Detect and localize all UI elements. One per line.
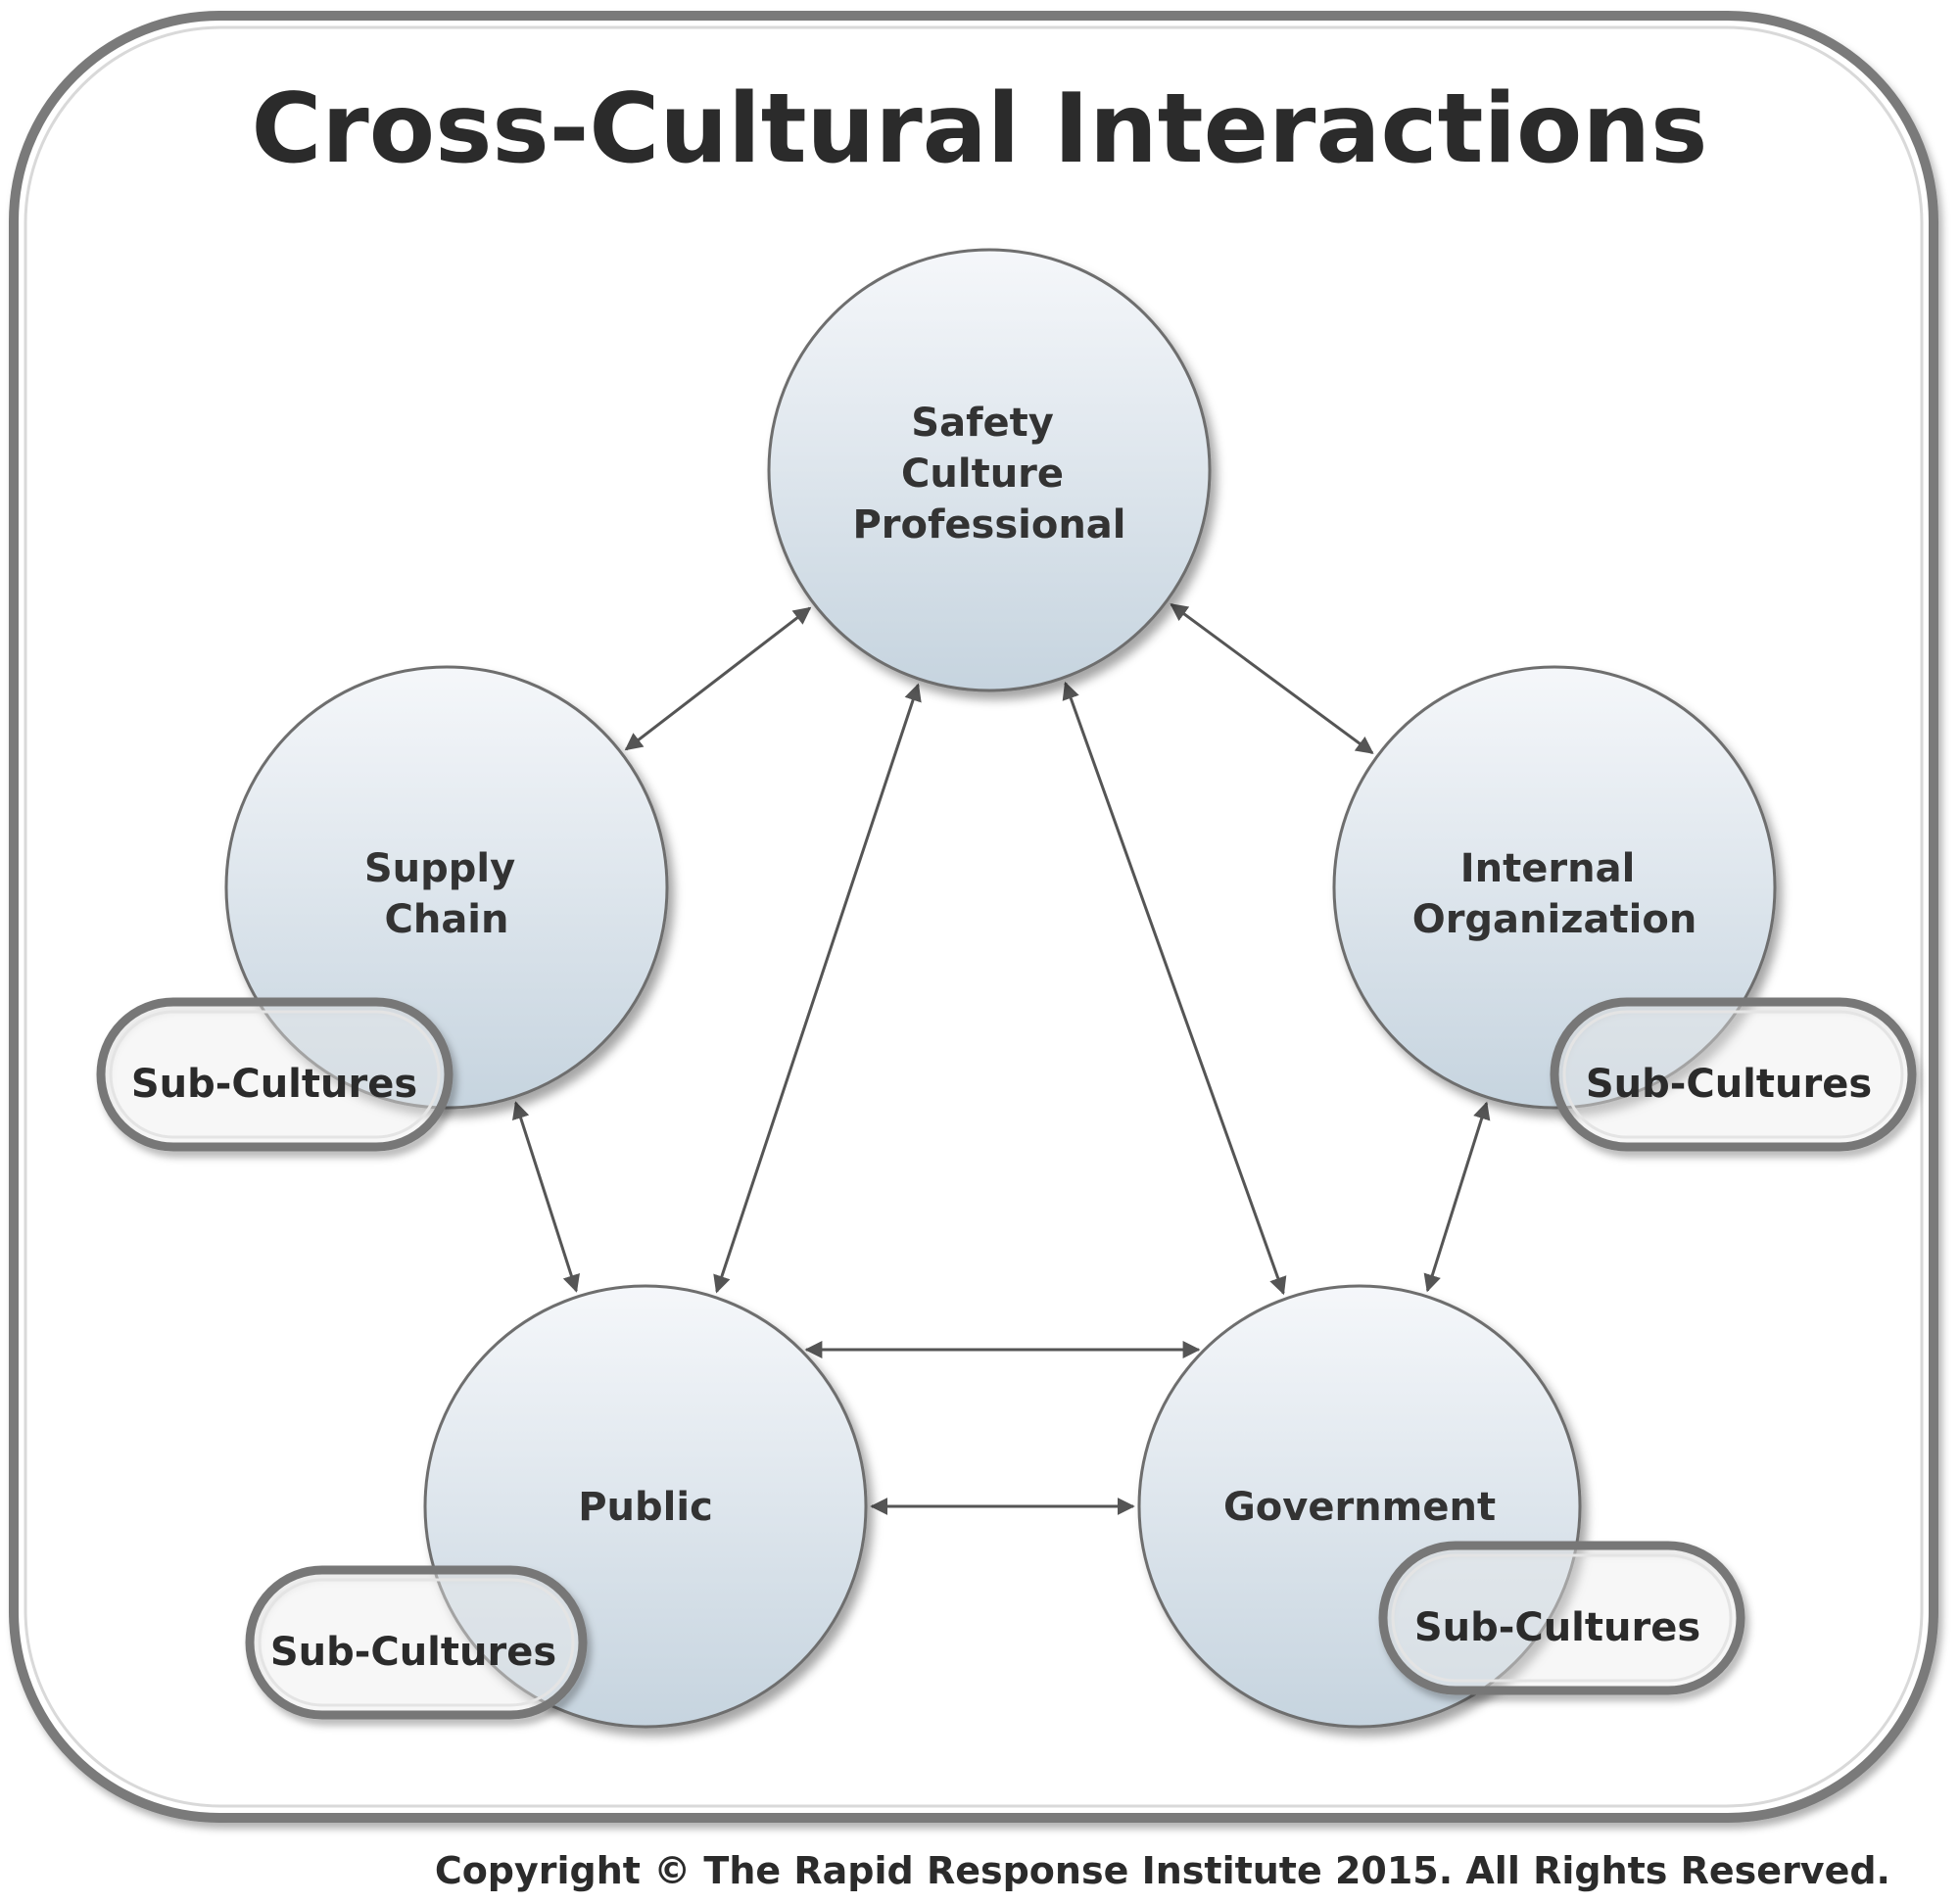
- arrow-safety-internal: [1170, 602, 1374, 755]
- arrow-safety-public: [713, 683, 922, 1294]
- supply-line-1: Supply: [364, 846, 515, 891]
- diagram-title: Cross-Cultural Interactions: [252, 73, 1708, 185]
- connection-arrows: [512, 602, 1491, 1515]
- subcultures-internal: Sub-Cultures: [1550, 997, 1917, 1152]
- public-line-1: Public: [578, 1485, 713, 1530]
- copyright-text: Copyright © The Rapid Response Institute…: [435, 1849, 1890, 1892]
- arrow-safety-supply: [624, 606, 812, 751]
- subcultures-government-label: Sub-Cultures: [1414, 1605, 1700, 1650]
- safety-line-3: Professional: [852, 502, 1125, 547]
- internal-line-2: Organization: [1412, 897, 1697, 942]
- safety-line-2: Culture: [901, 452, 1064, 497]
- node-circle-safety: [767, 248, 1212, 692]
- safety-line-1: Safety: [911, 401, 1054, 446]
- subcultures-public-label: Sub-Cultures: [270, 1630, 556, 1675]
- arrow-supply-public: [512, 1101, 580, 1293]
- subcultures-public: Sub-Cultures: [245, 1565, 588, 1720]
- node-label-safety: Safety Culture Professional: [852, 401, 1125, 547]
- arrow-safety-government: [1062, 681, 1287, 1296]
- node-label-public: Public: [578, 1485, 713, 1530]
- subcultures-government: Sub-Cultures: [1378, 1541, 1745, 1695]
- internal-line-1: Internal: [1460, 846, 1636, 891]
- node-label-internal: Internal Organization: [1412, 846, 1697, 942]
- subcultures-supply-label: Sub-Cultures: [131, 1062, 417, 1107]
- government-line-1: Government: [1223, 1485, 1496, 1530]
- outer-frame-inner-highlight: [24, 25, 1924, 1808]
- supply-line-2: Chain: [384, 897, 508, 942]
- arrow-internal-government: [1423, 1101, 1491, 1293]
- subcultures-internal-label: Sub-Cultures: [1586, 1062, 1872, 1107]
- node-label-supply: Supply Chain: [364, 846, 529, 942]
- node-label-government: Government: [1223, 1485, 1496, 1530]
- subcultures-supply: Sub-Cultures: [96, 997, 454, 1152]
